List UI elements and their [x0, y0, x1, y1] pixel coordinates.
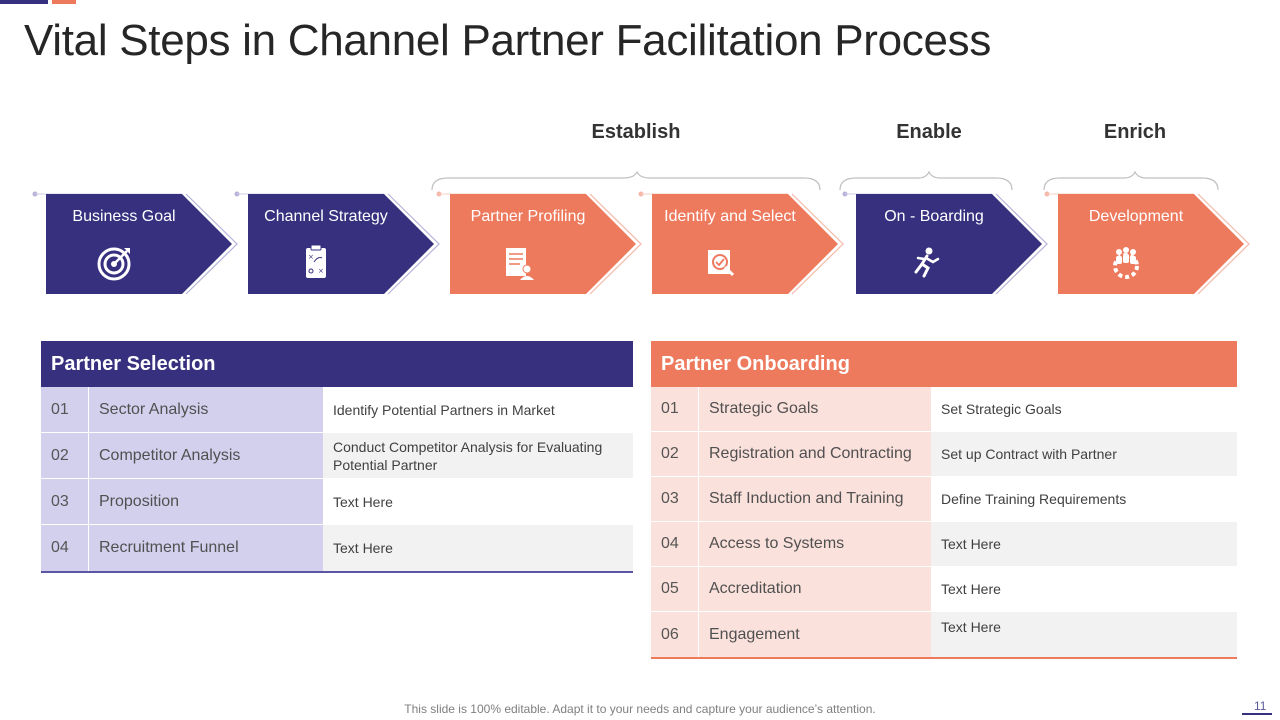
- row-number: 03: [651, 477, 699, 521]
- table-row: 03 Proposition Text Here: [41, 479, 633, 525]
- table-row: 01 Sector Analysis Identify Potential Pa…: [41, 387, 633, 433]
- table-title: Partner Selection: [41, 341, 633, 387]
- row-number: 01: [651, 387, 699, 431]
- phase-label-establish: Establish: [591, 121, 681, 143]
- row-description: Text Here: [931, 522, 1237, 566]
- row-description: Set up Contract with Partner: [931, 432, 1237, 476]
- slide-title: Vital Steps in Channel Partner Facilitat…: [24, 16, 992, 65]
- row-number: 05: [651, 567, 699, 611]
- step-business-goal: Business Goal: [32, 190, 242, 300]
- row-description: Identify Potential Partners in Market: [323, 387, 633, 432]
- table-row: 02 Registration and Contracting Set up C…: [651, 432, 1237, 477]
- svg-text:×: ×: [318, 267, 324, 275]
- search-document-icon: [698, 242, 742, 282]
- row-name: Access to Systems: [699, 522, 931, 566]
- row-number: 02: [651, 432, 699, 476]
- row-number: 04: [41, 525, 89, 571]
- row-name: Sector Analysis: [89, 387, 323, 432]
- step-channel-strategy: Channel Strategy × ×: [234, 190, 444, 300]
- row-number: 02: [41, 433, 89, 478]
- team-gear-icon: [1104, 242, 1148, 282]
- table-row: 03 Staff Induction and Training Define T…: [651, 477, 1237, 522]
- brace-establish: [431, 170, 821, 191]
- partner-onboarding-table: Partner Onboarding 01 Strategic Goals Se…: [651, 341, 1237, 659]
- step-partner-profiling: Partner Profiling: [436, 190, 646, 300]
- row-name: Engagement: [699, 612, 931, 657]
- table-row: 05 Accreditation Text Here: [651, 567, 1237, 612]
- step-label: On - Boarding: [884, 208, 984, 225]
- row-description: Text Here: [931, 567, 1237, 611]
- step-label: Business Goal: [72, 208, 176, 225]
- phase-label-enable: Enable: [896, 121, 962, 143]
- step-on-boarding: On - Boarding: [842, 190, 1052, 300]
- row-description: Text Here: [323, 479, 633, 524]
- row-number: 06: [651, 612, 699, 657]
- brace-enable: [839, 170, 1013, 191]
- phase-label-enrich: Enrich: [1103, 121, 1167, 143]
- chevron-shape: [638, 191, 844, 295]
- profile-document-icon: [496, 242, 540, 282]
- row-name: Strategic Goals: [699, 387, 931, 431]
- row-description: Conduct Competitor Analysis for Evaluati…: [323, 433, 633, 478]
- table-row: 06 Engagement Text Here: [651, 612, 1237, 657]
- row-description: Text Here: [323, 525, 633, 571]
- step-label: Identify and Select: [664, 208, 796, 225]
- chevron-shape: [234, 191, 440, 295]
- row-description: Set Strategic Goals: [931, 387, 1237, 431]
- row-name: Recruitment Funnel: [89, 525, 323, 571]
- row-number: 04: [651, 522, 699, 566]
- accent-bar-coral: [52, 0, 76, 4]
- chevron-shape: [436, 191, 642, 295]
- step-label: Partner Profiling: [470, 208, 586, 225]
- chevron-shape: [842, 191, 1048, 295]
- partner-selection-table: Partner Selection 01 Sector Analysis Ide…: [41, 341, 633, 573]
- table-row: 04 Access to Systems Text Here: [651, 522, 1237, 567]
- running-person-icon: [902, 242, 946, 282]
- svg-text:×: ×: [308, 253, 314, 261]
- step-development: Development: [1044, 190, 1254, 300]
- row-name: Accreditation: [699, 567, 931, 611]
- accent-bar-navy: [0, 0, 48, 4]
- chevron-shape: [1044, 191, 1250, 295]
- brace-enrich: [1043, 170, 1219, 191]
- table-row: 01 Strategic Goals Set Strategic Goals: [651, 387, 1237, 432]
- row-name: Registration and Contracting: [699, 432, 931, 476]
- footer-note: This slide is 100% editable. Adapt it to…: [404, 702, 876, 716]
- table-title: Partner Onboarding: [651, 341, 1237, 387]
- strategy-clipboard-icon: × ×: [294, 242, 338, 282]
- row-number: 01: [41, 387, 89, 432]
- step-label: Channel Strategy: [264, 208, 388, 225]
- step-identify-and-select: Identify and Select: [638, 190, 848, 300]
- table-row: 02 Competitor Analysis Conduct Competito…: [41, 433, 633, 479]
- table-row: 04 Recruitment Funnel Text Here: [41, 525, 633, 571]
- target-icon: [92, 242, 136, 282]
- row-name: Competitor Analysis: [89, 433, 323, 478]
- page-number: 11: [1254, 699, 1267, 713]
- page-number-underline: [1242, 713, 1272, 715]
- step-label: Development: [1088, 208, 1184, 225]
- row-name: Proposition: [89, 479, 323, 524]
- chevron-shape: [32, 191, 238, 295]
- phase-braces: [431, 170, 1219, 191]
- row-name: Staff Induction and Training: [699, 477, 931, 521]
- row-number: 03: [41, 479, 89, 524]
- row-description: Text Here: [931, 612, 1237, 657]
- row-description: Define Training Requirements: [931, 477, 1237, 521]
